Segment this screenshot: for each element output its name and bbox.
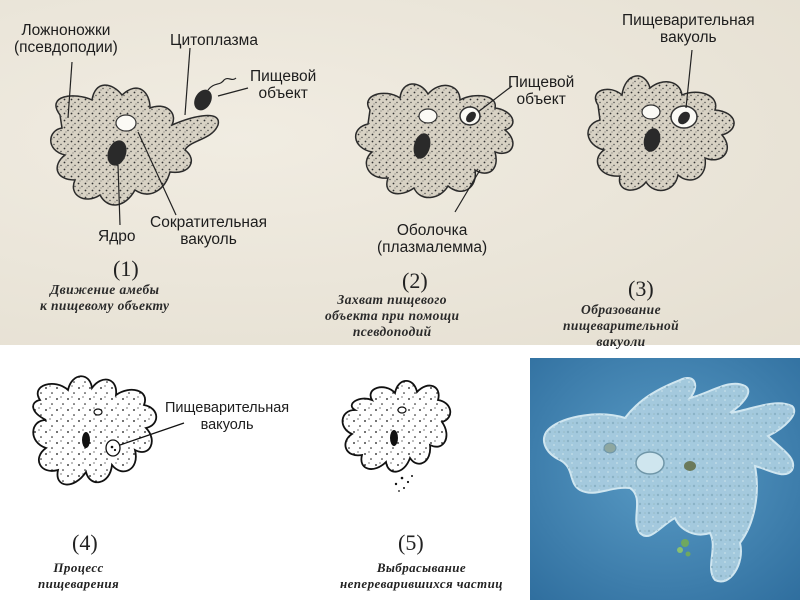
amoeba-micrograph [530,358,800,600]
stage-number-3: (3) [628,276,654,302]
amoeba-cell-4 [33,376,184,484]
expelled-particles [395,475,413,492]
contractile-vacuole-shape [116,115,136,131]
amoeba-cell-2 [356,84,513,198]
label-cytoplasm: Цитоплазма [170,32,258,49]
amoeba-cell-3 [588,76,734,191]
stage-number-2: (2) [402,268,428,294]
amoeba-cell-5 [343,381,451,492]
food-object-1 [191,78,236,114]
label-pseudopodia: Ложноножки(псевдоподии) [14,22,118,56]
label-membrane: Оболочка(плазмалемма) [377,222,487,256]
amoeba-cell-1 [51,85,219,205]
stage-number-4: (4) [72,530,98,556]
label-nucleus: Ядро [98,228,135,245]
stage-number-1: (1) [113,256,139,282]
stage-number-5: (5) [398,530,424,556]
